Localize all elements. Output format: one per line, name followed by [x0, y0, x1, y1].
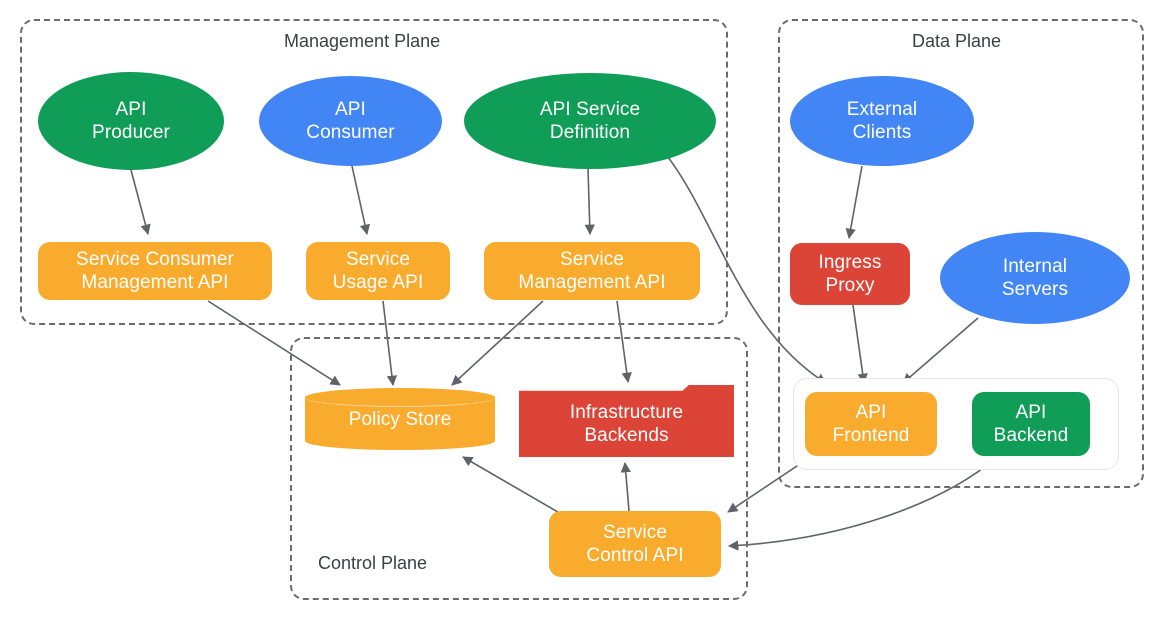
cylinder-top: [305, 388, 495, 407]
plane-box-control: [290, 337, 748, 600]
node-api-backend[interactable]: API Backend: [972, 392, 1090, 456]
plane-box-data: [778, 19, 1144, 488]
node-label-service-usage-api: Service Usage API: [332, 249, 424, 293]
node-label-internal-servers: Internal Servers: [1001, 256, 1069, 300]
node-policy-store[interactable]: Policy Store: [305, 388, 495, 450]
node-label-service-control-api: Service Control API: [586, 522, 684, 566]
node-service-control-api[interactable]: Service Control API: [549, 511, 721, 577]
node-external-clients[interactable]: External Clients: [790, 76, 974, 166]
node-service-consumer-management-api[interactable]: Service Consumer Management API: [38, 242, 272, 300]
node-label-api-consumer: API Consumer: [306, 99, 395, 143]
node-label-api-producer: API Producer: [92, 99, 170, 143]
plane-label-management: Management Plane: [284, 31, 441, 51]
node-label-api-frontend: API Frontend: [832, 402, 910, 446]
plane-label-control: Control Plane: [318, 553, 428, 573]
node-label-ingress-proxy: Ingress Proxy: [818, 252, 882, 296]
node-ingress-proxy[interactable]: Ingress Proxy: [790, 243, 910, 305]
node-api-consumer[interactable]: API Consumer: [259, 76, 442, 166]
node-service-usage-api[interactable]: Service Usage API: [306, 242, 450, 300]
plane-box-management: [20, 19, 728, 325]
node-label-external-clients: External Clients: [846, 99, 918, 143]
node-internal-servers[interactable]: Internal Servers: [940, 232, 1130, 324]
node-api-frontend[interactable]: API Frontend: [805, 392, 937, 456]
node-api-service-definition[interactable]: API Service Definition: [464, 73, 716, 169]
node-label-policy-store: Policy Store: [348, 408, 452, 430]
folder-shape: [519, 385, 734, 457]
node-label-service-consumer-management-api: Service Consumer Management API: [76, 249, 234, 293]
node-label-api-backend: API Backend: [993, 402, 1069, 446]
node-api-producer[interactable]: API Producer: [38, 72, 224, 170]
plane-label-data: Data Plane: [912, 31, 1002, 51]
node-label-api-service-definition: API Service Definition: [539, 99, 641, 143]
node-infrastructure-backends[interactable]: Infrastructure Backends: [519, 385, 734, 457]
node-service-management-api[interactable]: Service Management API: [484, 242, 700, 300]
node-label-infrastructure-backends: Infrastructure Backends: [569, 402, 684, 446]
node-label-service-management-api: Service Management API: [518, 249, 666, 293]
